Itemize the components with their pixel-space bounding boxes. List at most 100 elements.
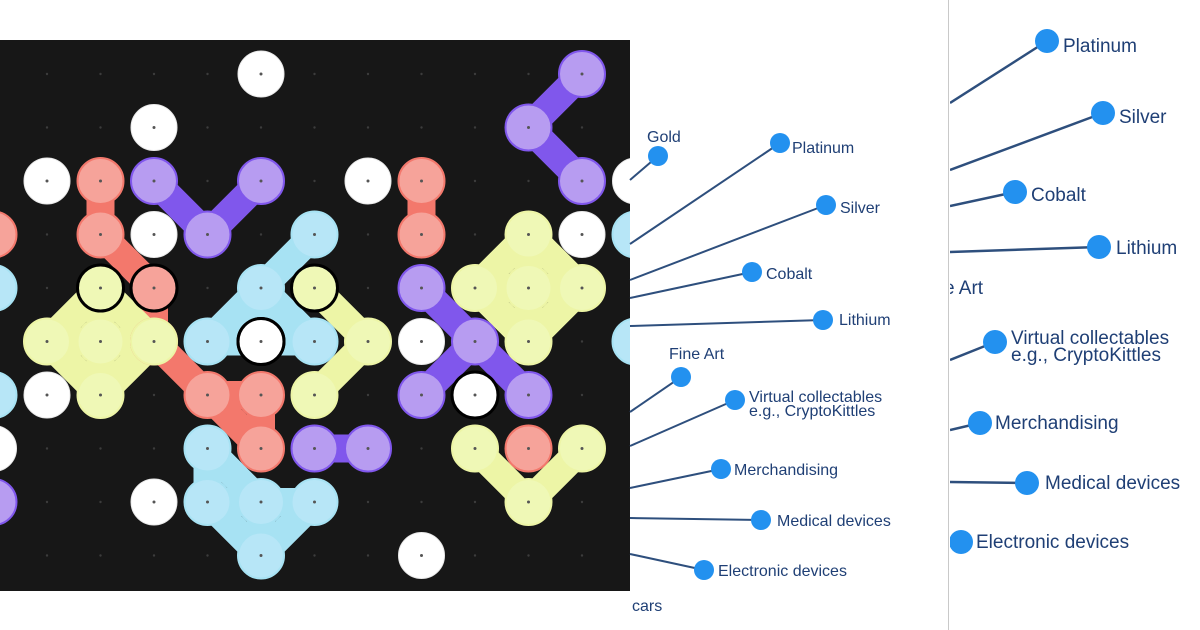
- materials-panel-background: [630, 0, 948, 630]
- callout-line-electronic-devices: [629, 553, 705, 571]
- grid-dot: [259, 233, 263, 236]
- node-center-dot: [420, 179, 423, 183]
- grid-dot: [473, 179, 477, 183]
- zoom-line-silver: [950, 111, 1104, 172]
- callout-dot-cobalt[interactable]: [742, 262, 762, 282]
- grid-dot: [99, 608, 101, 610]
- grid-dot: [206, 72, 209, 76]
- callout-dot-silver[interactable]: [816, 195, 836, 215]
- callout-dot-fine-art[interactable]: [671, 367, 691, 387]
- callout-label-cars: cars: [632, 598, 662, 615]
- callout-line-merchandising: [629, 468, 722, 489]
- node-center-dot: [580, 286, 584, 290]
- zoom-dot-virtual-collectables[interactable]: [983, 330, 1007, 354]
- node-center-dot: [313, 393, 316, 397]
- zoom-dot-electronic-devices[interactable]: [949, 530, 973, 554]
- node-center-dot: [152, 233, 156, 236]
- zoom-label-electronic-devices: Electronic devices: [976, 532, 1129, 553]
- cluster-nodes[interactable]: [0, 50, 659, 580]
- grid-dot: [206, 554, 209, 557]
- node-center-dot: [527, 340, 530, 343]
- zoom-panel-background: [950, 0, 1200, 630]
- grid-dot: [45, 286, 49, 290]
- grid-dot: [99, 500, 102, 504]
- grid-dot: [153, 19, 155, 21]
- game-board[interactable]: [0, 19, 744, 610]
- grid-dot: [420, 447, 423, 450]
- callout-label-cobalt: Cobalt: [766, 266, 813, 283]
- node-center-dot: [527, 233, 530, 236]
- callout-dot-virtual-collectables[interactable]: [725, 390, 745, 410]
- callout-line-medical-devices: [629, 517, 762, 521]
- node-center-dot: [313, 233, 316, 236]
- node-center-dot: [366, 447, 370, 450]
- node-center-dot: [45, 340, 49, 343]
- node-center-dot: [420, 554, 423, 557]
- grid-dot: [527, 19, 529, 21]
- grid-dot: [313, 72, 316, 76]
- grid-dot: [473, 233, 477, 236]
- callout-dot-merchandising[interactable]: [711, 459, 731, 479]
- grid-dot: [367, 608, 369, 610]
- grid-dot: [420, 608, 422, 610]
- node-center-dot: [259, 393, 263, 397]
- callout-line-platinum: [629, 142, 781, 245]
- grid-dot: [366, 126, 370, 129]
- grid-dot: [313, 554, 316, 557]
- cluster-node-red[interactable]: [0, 211, 18, 258]
- node-center-dot: [366, 340, 370, 343]
- callout-dot-electronic-devices[interactable]: [694, 560, 714, 580]
- grid-dot: [366, 286, 370, 290]
- cluster-node-purple[interactable]: [0, 478, 18, 526]
- cluster-node-blue[interactable]: [0, 371, 18, 419]
- white-node[interactable]: [612, 158, 659, 204]
- grid-dot: [420, 72, 423, 76]
- grid-dot: [152, 72, 156, 76]
- grid-dot: [206, 608, 208, 610]
- grid-dot: [99, 126, 102, 129]
- callout-dot-gold[interactable]: [648, 146, 668, 166]
- zoom-dot-merchandising[interactable]: [968, 411, 992, 435]
- callout-line-fine-art: [629, 376, 682, 413]
- callout-dot-platinum[interactable]: [770, 133, 790, 153]
- zoom-dot-medical-devices[interactable]: [1015, 471, 1039, 495]
- callout-label-virtual-collectables: Virtual collectables: [749, 389, 882, 406]
- grid-dot: [581, 608, 583, 610]
- zoom-dot-lithium[interactable]: [1087, 235, 1111, 259]
- callout-dot-medical-devices[interactable]: [751, 510, 771, 530]
- grid-dot: [45, 447, 49, 450]
- grid-dot: [260, 608, 262, 610]
- node-center-dot: [313, 340, 316, 343]
- zoom-label-cobalt: Cobalt: [1031, 185, 1087, 206]
- grid-dot: [420, 126, 423, 129]
- node-center-dot: [99, 179, 102, 183]
- zoom-dot-silver[interactable]: [1091, 101, 1115, 125]
- grid-dot: [313, 179, 316, 183]
- node-center-dot: [259, 72, 263, 76]
- node-center-dot: [527, 447, 530, 450]
- cluster-node-blue[interactable]: [611, 318, 659, 365]
- node-center-dot: [580, 72, 584, 76]
- node-center-dot: [45, 179, 49, 183]
- grid-dot: [259, 126, 263, 129]
- callout-label-electronic-devices: Electronic devices: [718, 563, 847, 580]
- node-center-dot: [259, 340, 263, 343]
- node-center-dot: [313, 447, 316, 450]
- zoom-dot-platinum[interactable]: [1035, 29, 1059, 53]
- node-center-dot: [527, 393, 530, 397]
- node-center-dot: [259, 447, 263, 450]
- cluster-node-blue[interactable]: [611, 211, 659, 258]
- zoom-dot-cobalt[interactable]: [1003, 180, 1027, 204]
- node-center-dot: [313, 286, 316, 290]
- node-center-dot: [99, 393, 102, 397]
- grid-dot: [473, 554, 477, 557]
- grid-dot: [99, 72, 102, 76]
- callout-dot-lithium[interactable]: [813, 310, 833, 330]
- white-node[interactable]: [0, 425, 17, 472]
- cluster-node-blue[interactable]: [0, 264, 18, 312]
- zoom-line-lithium: [950, 245, 1100, 254]
